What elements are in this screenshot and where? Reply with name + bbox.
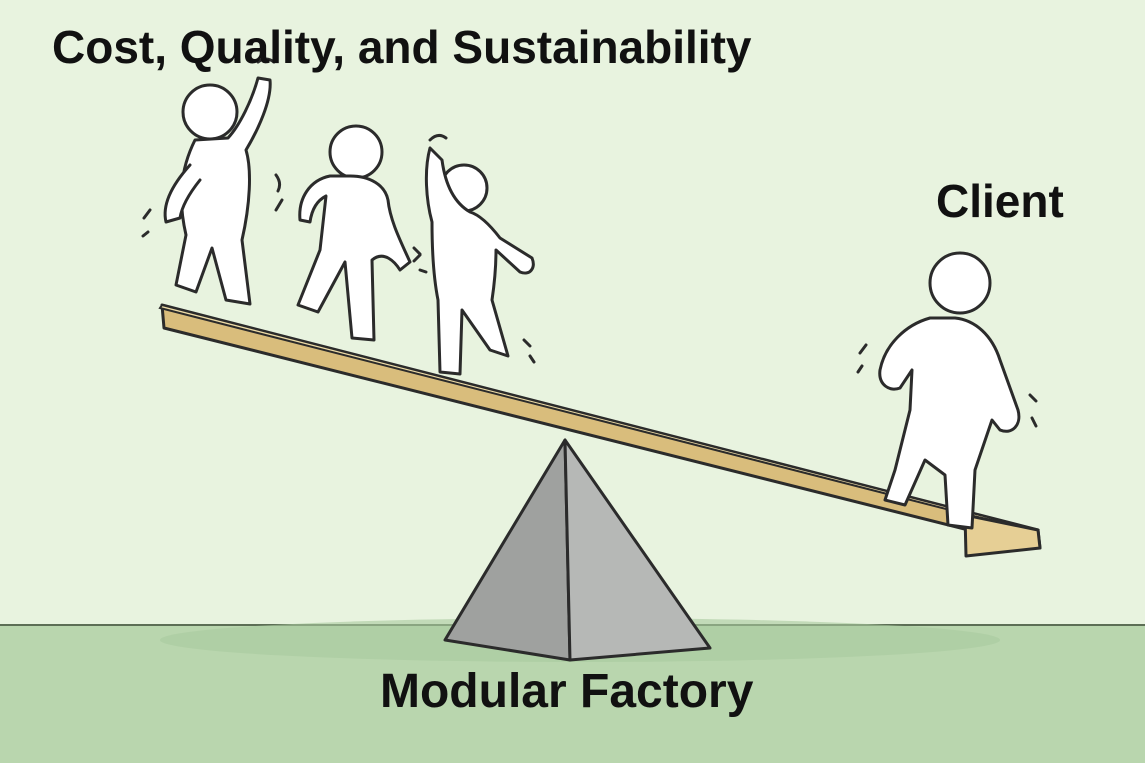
fulcrum-label: Modular Factory [380,665,754,718]
client-label: Client [936,175,1064,227]
fulcrum-triangle [443,438,712,662]
person-figure-client [856,251,1038,530]
seesaw-plank [158,303,1042,558]
person-figure-1 [141,57,282,306]
left-group-label: Cost, Quality, and Sustainability [52,21,752,73]
person-figure-2 [274,124,428,342]
person-figure-3 [412,133,536,376]
